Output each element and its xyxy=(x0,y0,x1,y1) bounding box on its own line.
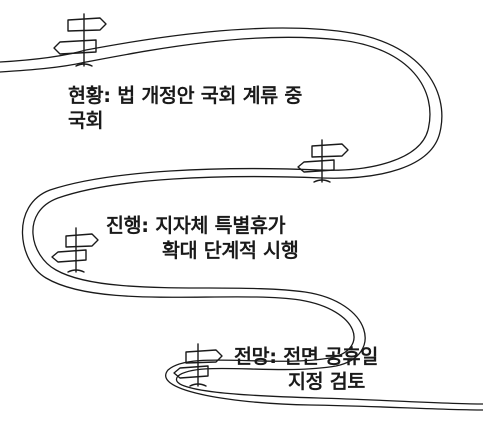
stage-current-text: 현황: 법 개정안 국회 계류 중 국회 xyxy=(68,84,302,134)
stage-progress-line2: 확대 단계적 시행 xyxy=(162,238,299,262)
stage-progress-text: 진행: 지자체 특별휴가 확대 단계적 시행 xyxy=(106,214,299,264)
signpost-icon xyxy=(297,139,349,183)
stage-outlook-text: 전망: 전면 공휴일 지정 검토 xyxy=(234,345,378,395)
stage-outlook-line2: 지정 검토 xyxy=(288,369,366,393)
stage-current-line2: 국회 xyxy=(68,108,104,132)
signpost-icon xyxy=(53,13,107,67)
stage-current-line1: 현황: 법 개정안 국회 계류 중 xyxy=(68,84,302,107)
stage-outlook-line1: 전망: 전면 공휴일 xyxy=(234,345,378,368)
signpost-icon xyxy=(173,343,223,387)
signpost-icon xyxy=(51,227,99,273)
stage-progress-line1: 진행: 지자체 특별휴가 xyxy=(106,214,286,237)
